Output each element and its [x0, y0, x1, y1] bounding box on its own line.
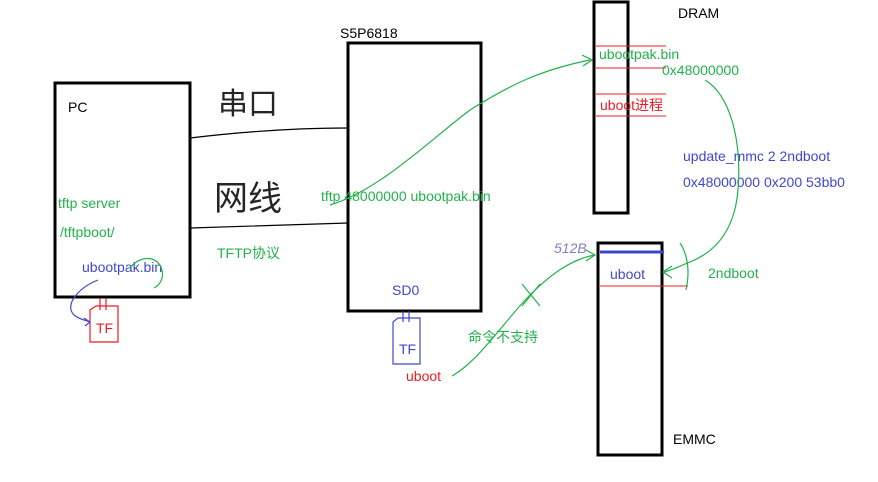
tftp-command-label: tftp 48000000 ubootpak.bin: [321, 188, 491, 204]
unsupported-label: 命令不支持: [468, 329, 538, 345]
soc-tf-pins: [402, 311, 410, 322]
soc-label: S5P6818: [340, 25, 398, 41]
sd-to-emmc-cross: [521, 283, 541, 307]
soc-box: [346, 41, 483, 313]
tftp-protocol-label: TFTP协议: [217, 245, 280, 261]
pc-label: PC: [68, 99, 87, 115]
emmc-label: EMMC: [673, 431, 716, 447]
pc-green-swirl: [129, 257, 164, 289]
soc-sd-uboot-label: uboot: [406, 368, 441, 384]
pc-tf-arrowhead: [83, 317, 92, 327]
dram-to-emmc-arrow: [663, 79, 740, 273]
network-label: 网线: [214, 180, 282, 218]
update-cmd-line1: update_mmc 2 2ndboot: [683, 148, 830, 164]
tftp-to-dram-arrowhead: [581, 54, 594, 67]
serial-label: 串口: [218, 88, 278, 121]
pc-tf-pins: [99, 298, 107, 310]
pc-tf-card: [89, 305, 119, 343]
emmc-offset-label: 512B: [554, 240, 587, 256]
dram-label: DRAM: [678, 5, 719, 21]
serial-line: [189, 127, 349, 139]
emmc-side-mark: [679, 242, 689, 291]
soc-tf-card: [392, 317, 421, 365]
pc-file-label: ubootpak.bin: [82, 259, 162, 275]
network-line: [189, 222, 349, 229]
tftp-dir-label: /tftpboot/: [60, 224, 115, 240]
dram-region1-label: ubootpak.bin: [599, 46, 679, 62]
update-cmd-line2: 0x48000000 0x200 53bb0: [683, 174, 845, 190]
pc-file-to-tf-arrow: [70, 279, 99, 323]
sd0-label: SD0: [392, 282, 419, 298]
dram-to-emmc-arrowhead: [661, 265, 673, 279]
dram-box: [592, 0, 630, 215]
pc-tf-label: TF: [96, 320, 113, 336]
tftp-server-label: tftp server: [58, 195, 121, 211]
dram-address-label: 0x48000000: [662, 62, 739, 78]
emmc-region-label: uboot: [610, 266, 645, 282]
dram-region2-label: uboot进程: [600, 97, 663, 113]
emmc-box: [596, 241, 664, 457]
tftp-to-dram-arrow: [329, 59, 591, 206]
pc-box: [53, 81, 192, 299]
sd-to-emmc-arrowhead: [585, 249, 597, 262]
sd-to-emmc-arrow: [451, 254, 595, 377]
emmc-2ndboot-label: 2ndboot: [708, 265, 759, 281]
soc-tf-label: TF: [399, 341, 416, 357]
